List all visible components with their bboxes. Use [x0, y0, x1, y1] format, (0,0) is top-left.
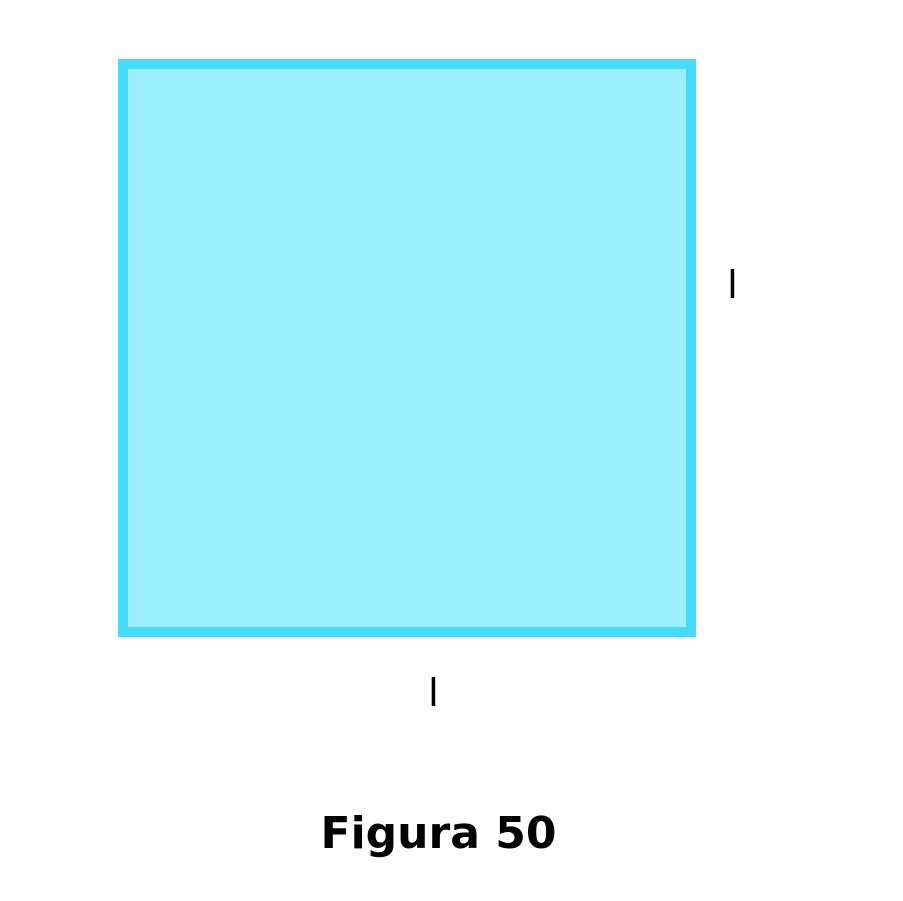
side-length-label-bottom: l — [429, 671, 438, 715]
side-length-label-right: l — [728, 263, 737, 307]
square-shape — [118, 59, 696, 637]
figure-caption: Figura 50 — [320, 808, 557, 859]
